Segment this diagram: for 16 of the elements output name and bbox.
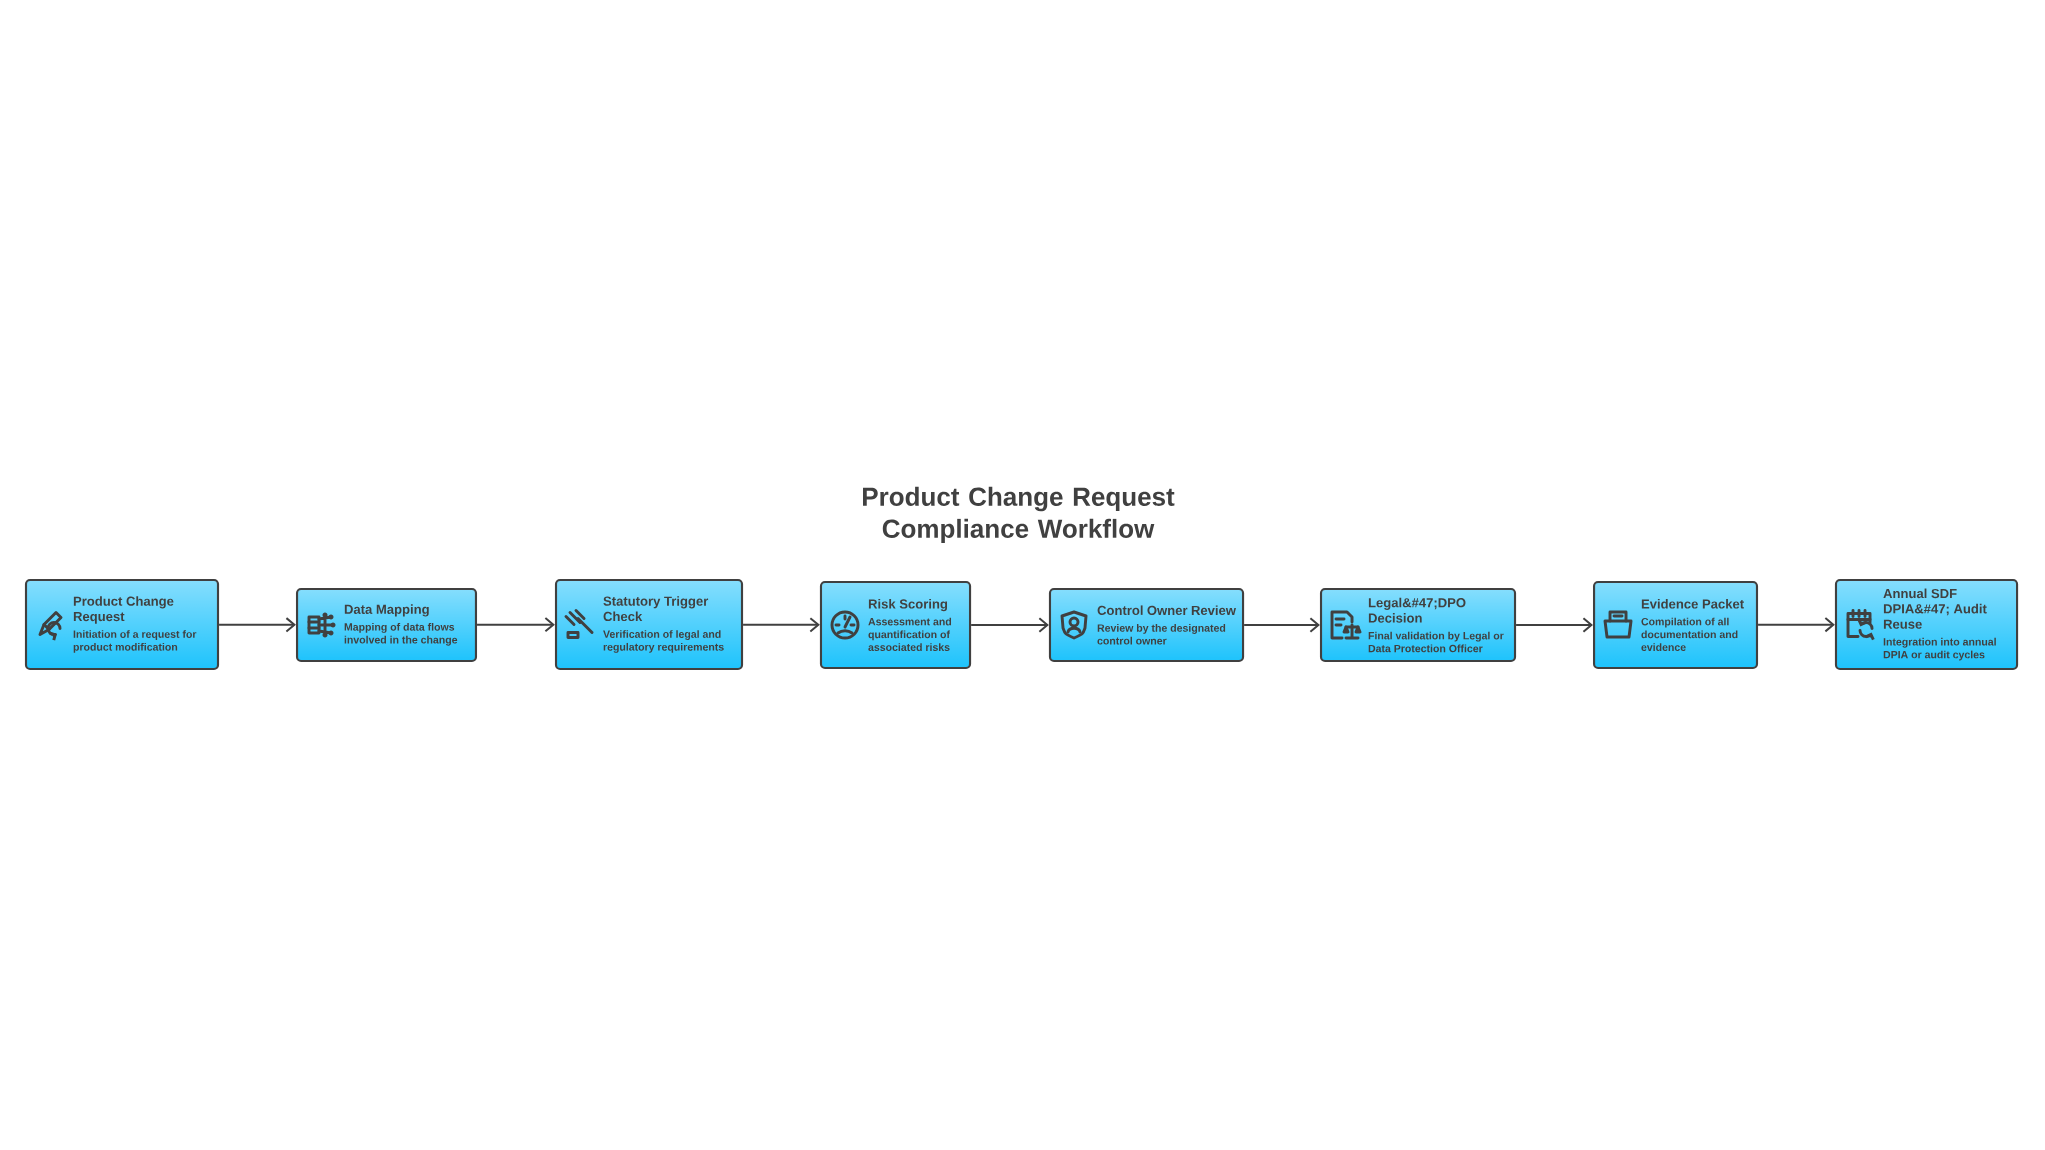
process-box: Annual SDF DPIA&#47; Audit Reuse Integration into annual DPIA or audit cycles bbox=[1834, 578, 2019, 671]
arrow bbox=[218, 617, 296, 633]
title: Product Change Request Compliance Workflow bbox=[863, 486, 1175, 544]
arrow bbox=[476, 617, 555, 633]
arrow bbox=[970, 617, 1049, 633]
arrow bbox=[1243, 617, 1320, 633]
arrow bbox=[1757, 617, 1835, 633]
process-box: Evidence Packet Compilation of all documentation and evidence bbox=[1593, 580, 1759, 670]
process-box: Legal&#47;DPO Decision Final validation by Legal or Data Protection Officer bbox=[1319, 587, 1517, 663]
process-box: Statutory Trigger Check Verification of legal and regulatory requirements bbox=[554, 578, 744, 671]
process-box: Risk Scoring Assessment and quantification of associated risks bbox=[819, 580, 972, 670]
arrow bbox=[1515, 617, 1593, 633]
process-box: Control Owner Review Review by the designated control owner bbox=[1048, 587, 1245, 663]
process-box: Product Change Request Initiation of a request for product modification bbox=[24, 578, 220, 671]
arrow bbox=[742, 617, 820, 633]
process-box: Data Mapping Mapping of data flows involved in the change bbox=[295, 587, 478, 663]
